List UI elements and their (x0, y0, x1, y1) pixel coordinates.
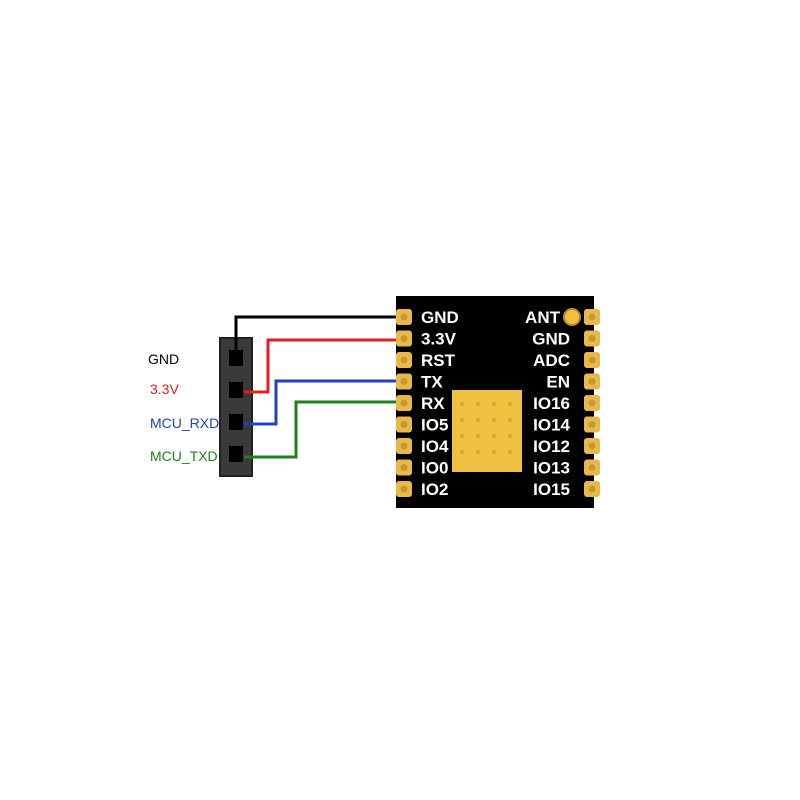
header-pin-3 (229, 414, 243, 430)
right-pad-1-hole (588, 335, 596, 342)
header-pin-1 (229, 350, 243, 366)
header-label-mcu-rxd: MCU_RXD (150, 415, 219, 431)
rxd-wire (244, 379, 404, 426)
header-pin-4 (229, 446, 243, 462)
right-pad-3-hole (588, 378, 596, 385)
shield-dots (460, 402, 512, 454)
right-pin-label: EN (546, 373, 570, 392)
left-pad-3-hole (400, 378, 408, 385)
left-pin-label: IO0 (421, 459, 448, 478)
left-pad-row (396, 309, 412, 497)
left-pin-label: RST (421, 351, 456, 370)
header-label-gnd: GND (148, 351, 179, 367)
txd-wire (244, 400, 404, 459)
right-pin-label: GND (532, 330, 570, 349)
left-pad-1-hole (400, 335, 408, 342)
left-pin-label: RX (421, 394, 445, 413)
header-pin-2 (229, 382, 243, 398)
left-pad-5-hole (400, 421, 408, 428)
header-label-vcc: 3.3V (150, 381, 179, 397)
left-pad-6-hole (400, 442, 408, 450)
left-pad-4-hole (400, 399, 408, 407)
right-pin-label: ANT (525, 308, 561, 327)
right-pin-label: IO15 (533, 480, 570, 499)
right-pad-4-hole (588, 399, 596, 407)
right-pin-label: IO12 (533, 437, 570, 456)
left-pin-label: IO5 (421, 416, 448, 435)
vcc-wire (244, 338, 404, 394)
right-pad-row (584, 309, 600, 497)
left-pin-label: IO2 (421, 480, 448, 499)
right-pad-6-hole (588, 442, 596, 450)
left-pin-label: GND (421, 308, 459, 327)
right-pad-2-hole (588, 356, 596, 364)
left-pad-0-hole (400, 313, 408, 321)
header-label-mcu-txd: MCU_TXD (150, 448, 218, 464)
left-pin-label: TX (421, 373, 443, 392)
left-pin-label: 3.3V (421, 330, 457, 349)
antenna-pad (563, 308, 581, 326)
right-pin-label: IO13 (533, 459, 570, 478)
right-pad-5-hole (588, 421, 596, 428)
gnd-wire (234, 315, 404, 352)
right-pin-label: IO14 (533, 416, 570, 435)
left-pad-2-hole (400, 356, 408, 364)
left-pin-label: IO4 (421, 437, 449, 456)
right-pad-0-hole (588, 313, 596, 321)
left-pad-7-hole (400, 464, 408, 471)
right-pad-8-hole (588, 485, 596, 493)
right-pad-7-hole (588, 464, 596, 471)
left-pad-8-hole (400, 485, 408, 493)
right-pin-label: ADC (533, 351, 570, 370)
pin-header (219, 337, 253, 477)
right-pin-label: IO16 (533, 394, 570, 413)
